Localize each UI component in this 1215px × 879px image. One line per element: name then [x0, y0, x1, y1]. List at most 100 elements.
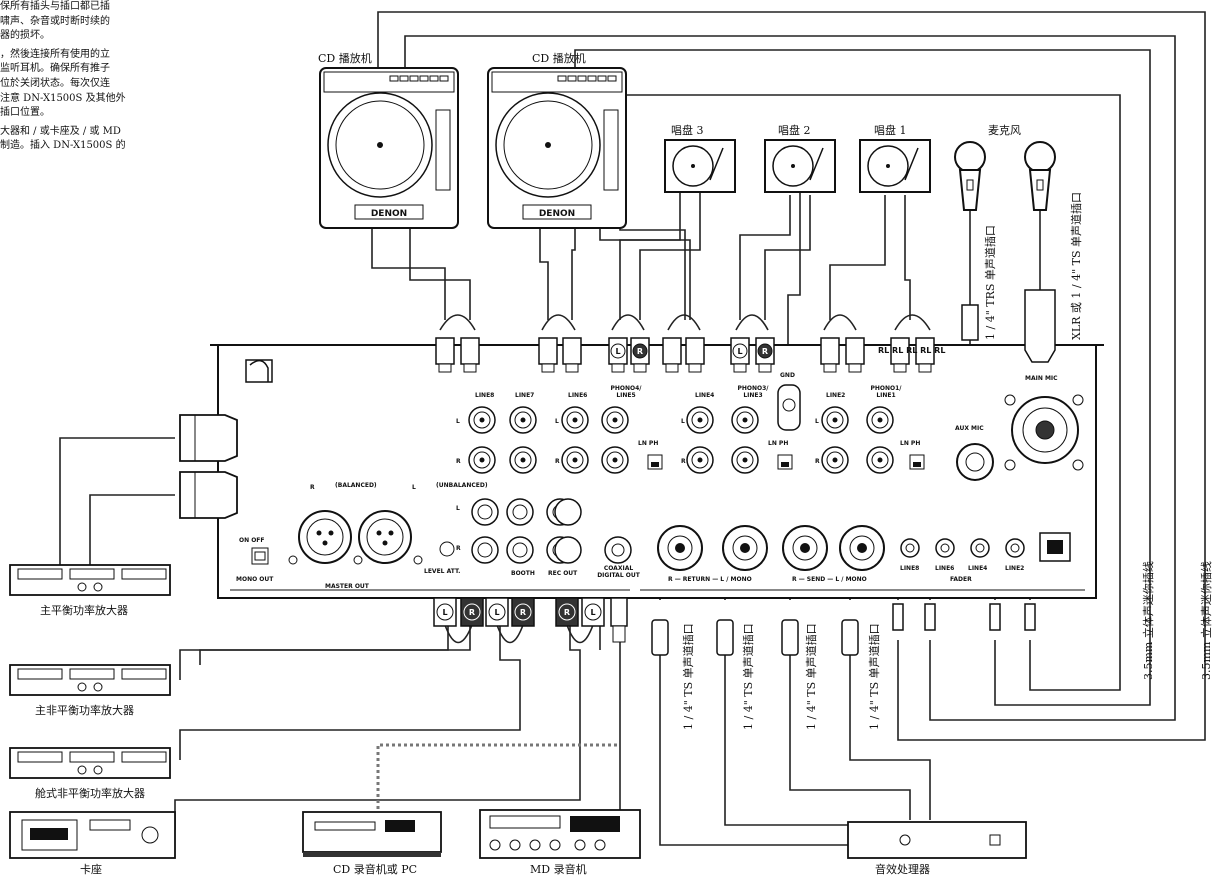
input-jack-pin [479, 417, 485, 423]
input-jack-ring [566, 451, 584, 469]
mini-plug [924, 603, 936, 631]
switch-knob [781, 462, 789, 467]
tt2-cable-2 [764, 195, 811, 320]
md-button [529, 839, 541, 851]
amp-vent [121, 751, 167, 763]
balanced-to-amp-2 [89, 494, 175, 565]
rca-plug [562, 337, 582, 365]
input-jack-pin [832, 457, 838, 463]
cassette-window [30, 828, 68, 840]
send-return-jack-inner [732, 535, 758, 561]
tonearm [904, 147, 919, 181]
gnd-screw [782, 398, 796, 412]
label-fader: FADER [950, 576, 972, 583]
xlr-pin [328, 530, 334, 536]
input-jack-pin [742, 417, 748, 423]
xlr-plug-cable [179, 414, 238, 462]
label-gnd: GND [780, 372, 795, 379]
ts-label-1: 1 / 4" TS 单声道插口 [682, 623, 695, 730]
fader-mini-jack [1005, 538, 1025, 558]
send-l-cable [849, 640, 931, 820]
output-jack [471, 536, 499, 564]
coaxial-plug [610, 597, 628, 627]
tonearm [809, 147, 824, 181]
mini-plug [1024, 603, 1036, 631]
label-line2: LINE2 [826, 392, 846, 399]
rca-plug-tip [541, 363, 555, 373]
md-button [594, 839, 606, 851]
xlr-pin [322, 540, 328, 546]
label-phono3: PHONO3/ LINE3 [737, 385, 769, 399]
switch-knob [913, 462, 921, 467]
screw [1072, 459, 1084, 471]
fader-mini-jack [970, 538, 990, 558]
intro-paragraph-3: 大器和 / 或卡座及 / 或 MD 制造。插入 DN-X1500S 的 [0, 125, 126, 152]
switch-knob [254, 551, 266, 561]
mic-head [1024, 141, 1056, 173]
effects-processor [847, 821, 1027, 859]
mini-plug [989, 603, 1001, 631]
intro-text: 保所有插头与插口都已插 啸声、杂音或时断时续的 器的损坏。 ，然後连接所有使用的… [0, 0, 170, 158]
xlr-inner [366, 518, 404, 556]
mini-plug [892, 603, 904, 631]
label-r-master: R [310, 484, 315, 491]
fader-jack-inner [905, 543, 915, 553]
screw [1004, 459, 1016, 471]
cassette-deck [9, 811, 176, 859]
mic-switch [1036, 179, 1044, 191]
output-rca-marker [463, 603, 481, 621]
output-plug-letter: L [494, 608, 499, 617]
fader-cable-1 [377, 11, 1206, 741]
mic-xlr-label: XLR 或 1 / 4" TS 单声道插口 [1070, 191, 1083, 340]
input-jack-pin [572, 417, 578, 423]
cd-brand-text: DENON [539, 209, 575, 219]
label-coaxial: COAXIAL DIGITAL OUT [597, 565, 640, 579]
mic-trs-label: 1 / 4" TRS 单声道插口 [984, 225, 997, 340]
jog-ring [335, 100, 425, 190]
plug-letter-l: L [737, 347, 742, 356]
input-jack-pin [520, 457, 526, 463]
input-jack-ring [514, 411, 532, 429]
mic-switch [966, 179, 974, 191]
rec-to-deck [174, 625, 581, 830]
output-jack-ring [512, 504, 528, 520]
fader-mini-jack [900, 538, 920, 558]
turntable-2 [764, 139, 836, 193]
amp-knob [77, 682, 87, 692]
plug-letter-r: R [637, 347, 643, 356]
rca-plug-tip [758, 363, 772, 373]
cd-button [389, 75, 399, 82]
unbal-to-amp-2 [179, 625, 471, 680]
label-line8-fader: LINE8 [900, 565, 920, 572]
spindle [791, 164, 795, 168]
rca-plug-tip [893, 363, 907, 373]
input-jack-pin [697, 457, 703, 463]
rca-plug-marker [610, 343, 626, 359]
ts-plug [716, 619, 734, 656]
ts-label-2: 1 / 4" TS 单声道插口 [742, 623, 755, 730]
microphone-label: 麦克风 [988, 124, 1021, 137]
cd2-to-line4 [619, 215, 686, 320]
plug-loop-7 [894, 314, 931, 331]
send-r-cable [789, 640, 911, 820]
md-button [489, 839, 501, 851]
plug-loop-4 [667, 314, 701, 331]
xlr-plug [1024, 289, 1056, 363]
cd-brand-plate [522, 204, 592, 220]
plug-letter-r: R [762, 347, 768, 356]
input-jack-pin [742, 457, 748, 463]
usb-port-inner [1047, 540, 1063, 554]
xlr-plug-cable [179, 471, 238, 519]
cable-clip [249, 359, 269, 382]
rca-plug-tip [733, 363, 747, 373]
turntable-3-label: 唱盘 3 [671, 124, 704, 137]
amp-booth [9, 747, 171, 779]
rca-plug [460, 337, 480, 365]
panel-rl-strip: RL RL RL RL RL [878, 346, 946, 355]
label-line4: LINE4 [695, 392, 715, 399]
md-recorder [479, 809, 641, 859]
label-r-3: R [681, 458, 686, 465]
spindle [691, 164, 695, 168]
amp-knob [93, 682, 103, 692]
